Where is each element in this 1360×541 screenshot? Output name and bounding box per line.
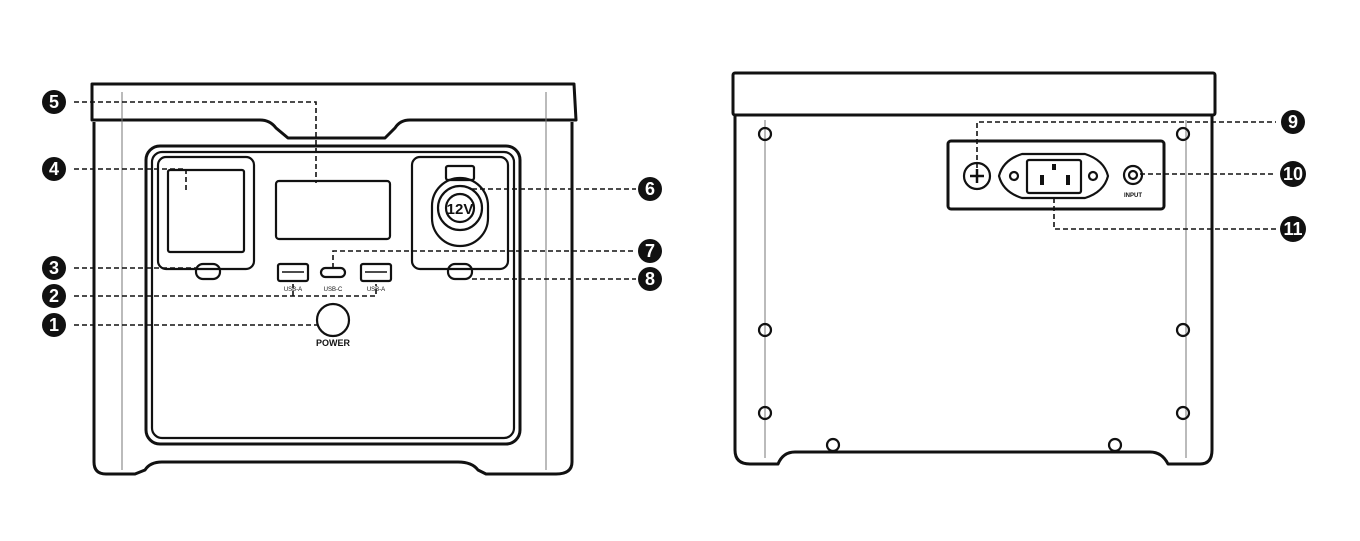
power-label: POWER: [316, 338, 351, 348]
svg-text:6: 6: [645, 179, 655, 199]
usb-a-left-port[interactable]: [276, 262, 310, 283]
screw: [1175, 322, 1191, 338]
svg-text:8: 8: [645, 269, 655, 289]
usb-a-right-port[interactable]: [359, 262, 393, 283]
callout-7: 7: [638, 239, 662, 263]
car-outlet-label: 12V: [447, 201, 474, 218]
callout-8: 8: [638, 267, 662, 291]
svg-text:3: 3: [49, 258, 59, 278]
svg-text:9: 9: [1288, 112, 1298, 132]
ac-outlet: [166, 168, 246, 254]
leader-2: [74, 284, 377, 297]
screw: [825, 437, 841, 453]
svg-text:2: 2: [49, 286, 59, 306]
callout-3: 3: [42, 256, 66, 280]
callout-5: 5: [42, 90, 66, 114]
leader-7: [332, 250, 636, 268]
callout-11: 11: [1280, 216, 1306, 242]
screw: [1175, 126, 1191, 142]
ac-input-socket[interactable]: [997, 152, 1110, 200]
svg-text:1: 1: [49, 315, 59, 335]
screw: [1175, 405, 1191, 421]
input-panel: [946, 139, 1166, 211]
ac-outlet-door: [156, 155, 256, 271]
front-panel: [144, 144, 522, 446]
lcd-display: [274, 179, 392, 241]
dc-input-label: INPUT: [1124, 193, 1142, 199]
callout-4: 4: [42, 157, 66, 181]
screw: [757, 126, 773, 142]
dc-outlet-button[interactable]: [446, 262, 474, 281]
back-body: [733, 116, 1214, 466]
front-body: [92, 122, 574, 476]
callout-1: 1: [42, 313, 66, 337]
svg-text:11: 11: [1283, 219, 1302, 239]
callout-9: 9: [1281, 110, 1305, 134]
callout-6: 6: [638, 177, 662, 201]
svg-text:4: 4: [49, 159, 59, 179]
front-lid: [90, 82, 578, 140]
usb-a-left-label: USB-A: [284, 287, 302, 293]
screw: [757, 405, 773, 421]
callout-2: 2: [42, 284, 66, 308]
leader-4: [74, 168, 187, 192]
power-button[interactable]: [315, 302, 351, 338]
screw: [1107, 437, 1123, 453]
usb-c-label: USB-C: [324, 287, 343, 293]
leader-11: [1053, 198, 1276, 230]
ac-outlet-button[interactable]: [194, 262, 222, 281]
car-outlet[interactable]: [436, 184, 484, 232]
svg-text:7: 7: [645, 241, 655, 261]
leader-9: [976, 121, 1276, 168]
svg-text:10: 10: [1283, 164, 1303, 184]
dc-input-port[interactable]: [1122, 164, 1144, 186]
front-view: 12V USB-A USB-C USB-A POWER: [74, 82, 636, 476]
screw: [757, 322, 773, 338]
usb-c-port[interactable]: [319, 266, 347, 279]
dc-outlet-door: [410, 155, 510, 271]
leader-5: [74, 101, 317, 183]
svg-text:5: 5: [49, 92, 59, 112]
callout-10: 10: [1280, 161, 1306, 187]
back-view: INPUT: [731, 71, 1276, 466]
back-lid: [731, 71, 1217, 117]
